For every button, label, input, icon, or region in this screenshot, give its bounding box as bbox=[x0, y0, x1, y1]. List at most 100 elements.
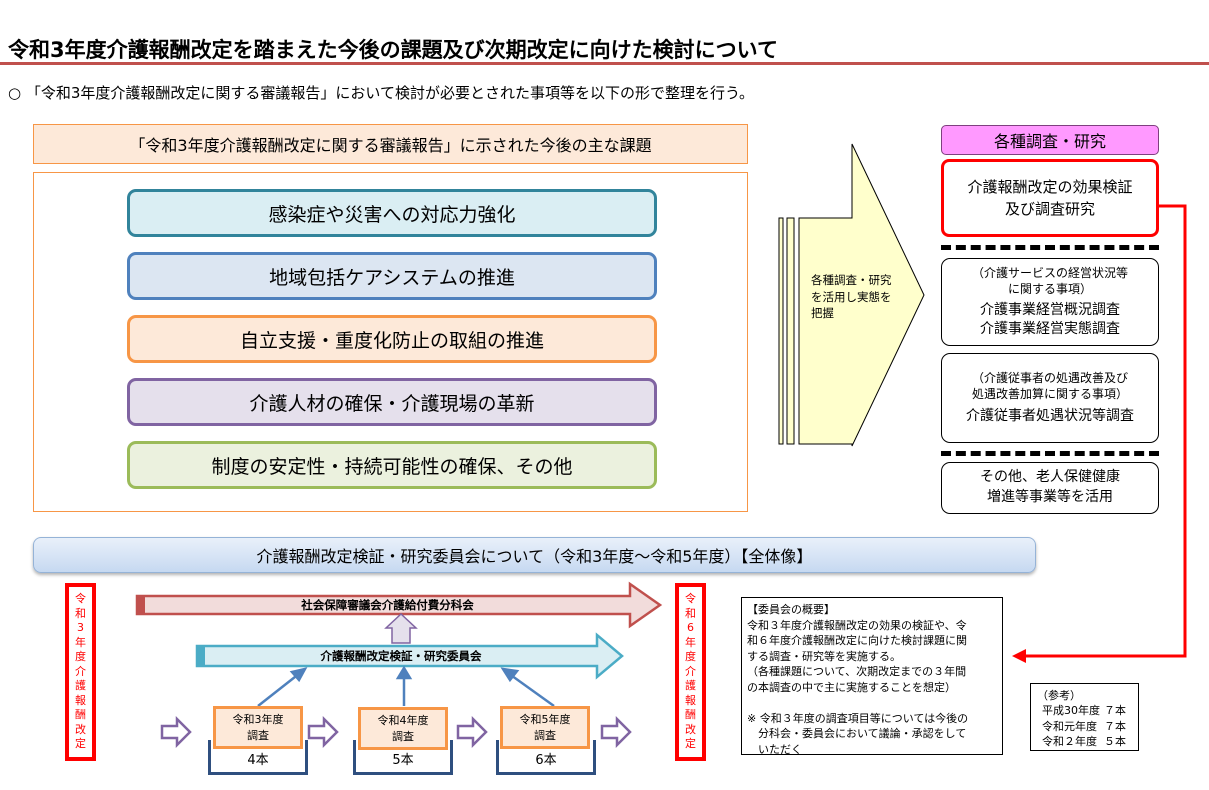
research-box-main-line: 増進等事業等を活用 bbox=[987, 489, 1113, 505]
reference-year: 令和２年度 bbox=[1042, 735, 1097, 749]
summary-heading: 【委員会の概要】 bbox=[747, 603, 835, 616]
vertical-char: 改 bbox=[685, 722, 696, 736]
research-main-box: 介護報酬改定の効果検証 及び調査研究 bbox=[941, 159, 1159, 237]
reference-count: ７本 bbox=[1104, 704, 1126, 718]
issue-item: 地域包括ケアシステムの推進 bbox=[127, 252, 657, 300]
link-arrow-1 bbox=[257, 672, 301, 707]
issue-label: 自立支援・重度化防止の取組の推進 bbox=[239, 329, 544, 352]
survey-year-label: 令和4年度 bbox=[377, 713, 429, 727]
summary-line: 和６年度介護報酬改定に向けた検討課題に関 bbox=[747, 634, 967, 648]
survey-year-box: 令和4年度 調査 bbox=[358, 707, 448, 750]
summary-line: の本調査の中で主に実施することを想定） bbox=[747, 681, 956, 695]
vertical-char: 6 bbox=[687, 621, 694, 635]
committee-arrow-tail bbox=[197, 646, 205, 666]
vertical-char: 度 bbox=[685, 650, 696, 664]
research-box-main: 介護従事者処遇状況等調査 bbox=[966, 408, 1134, 425]
research-heading: 各種調査・研究 bbox=[941, 125, 1159, 155]
committee-label: 介護報酬改定検証・研究委員会 bbox=[320, 649, 482, 663]
vertical-char: 介 bbox=[685, 664, 696, 678]
issue-label: 地域包括ケアシステムの推進 bbox=[269, 266, 515, 289]
flow-arrow-icon bbox=[160, 715, 192, 749]
issue-label: 制度の安定性・持続可能性の確保、その他 bbox=[211, 455, 573, 478]
subcommittee-arrow bbox=[135, 581, 663, 629]
vertical-char: 度 bbox=[75, 650, 86, 664]
arrow-stripe-2 bbox=[786, 217, 795, 445]
reference-row: 令和２年度 ５本 bbox=[1037, 734, 1132, 749]
overview-heading: 介護報酬改定検証・研究委員会について（令和3年度～令和5年度）【全体像】 bbox=[33, 537, 1036, 573]
link-arrow-3 bbox=[507, 671, 555, 708]
issue-label: 感染症や災害への対応力強化 bbox=[268, 203, 516, 226]
link-arrows bbox=[257, 665, 555, 708]
reference-count: ５本 bbox=[1104, 735, 1126, 749]
vertical-char: 酬 bbox=[75, 708, 86, 722]
vertical-char: 3 bbox=[77, 621, 84, 635]
survey-year-box: 令和5年度 調査 bbox=[500, 706, 590, 749]
vertical-char: 報 bbox=[75, 693, 86, 707]
title-underline bbox=[0, 62, 1209, 65]
issue-label: 介護人材の確保・介護現場の革新 bbox=[249, 392, 535, 415]
summary-line: 令和３年度介護報酬改定の効果の検証や、令 bbox=[747, 618, 967, 632]
arrow-caption-line: を活用し実態を bbox=[811, 289, 892, 304]
subcommittee-label: 社会保障審議会介護給付費分科会 bbox=[301, 598, 474, 612]
vertical-char: 報 bbox=[685, 693, 696, 707]
red-connector-line bbox=[1020, 204, 1187, 658]
dashed-divider bbox=[941, 245, 1159, 250]
summary-line: する調査・研究等を実施する。 bbox=[747, 649, 901, 663]
committee-arrow bbox=[195, 632, 624, 680]
link-arrowhead-3 bbox=[500, 667, 520, 683]
vertical-char: 介 bbox=[75, 664, 86, 678]
overview-heading-text: 介護報酬改定検証・研究委員会について（令和3年度～令和5年度）【全体像】 bbox=[256, 547, 813, 566]
committee-summary-box: 【委員会の概要】 令和３年度介護報酬改定の効果の検証や、令 和６年度介護報酬改定… bbox=[741, 597, 1003, 756]
summary-spacer bbox=[747, 696, 998, 711]
survey-year-sub: 調査 bbox=[247, 728, 269, 742]
issue-item: 感染症や災害への対応力強化 bbox=[127, 189, 657, 237]
research-box-main: 介護事業経営概況調査 介護事業経営実態調査 bbox=[980, 301, 1120, 339]
summary-note-line: いただく bbox=[747, 742, 802, 756]
research-box-main-line: その他、老人保健健康 bbox=[980, 469, 1120, 486]
survey-year-label: 令和3年度 bbox=[232, 712, 284, 726]
vertical-char: 和 bbox=[685, 606, 696, 620]
big-yellow-arrow bbox=[798, 143, 925, 447]
issue-item: 自立支援・重度化防止の取組の推進 bbox=[127, 315, 657, 363]
vertical-char: 年 bbox=[685, 635, 696, 649]
issues-heading-text: 「令和3年度介護報酬改定に関する審議報告」に示された今後の主な課題 bbox=[129, 136, 652, 155]
vertical-char: 年 bbox=[75, 635, 86, 649]
vertical-char: 定 bbox=[75, 737, 86, 751]
survey-year-sub: 調査 bbox=[392, 729, 414, 743]
research-box-sub: （介護従事者の処遇改善及び bbox=[971, 370, 1128, 385]
research-box-workers: （介護従事者の処遇改善及び 処遇改善加算に関する事項） 介護従事者処遇状況等調査 bbox=[941, 353, 1159, 443]
summary-note-line: ※ 令和３年度の調査項目等については今後の bbox=[747, 711, 969, 725]
up-arrow-icon bbox=[384, 612, 418, 644]
research-box-main-line: 介護事業経営概況調査 bbox=[980, 302, 1120, 319]
reference-year: 令和元年度 bbox=[1042, 719, 1097, 733]
issue-item: 制度の安定性・持続可能性の確保、その他 bbox=[127, 441, 657, 489]
link-arrowhead-1 bbox=[289, 667, 308, 683]
issue-item: 介護人材の確保・介護現場の革新 bbox=[127, 378, 657, 426]
reference-row: 令和元年度 ７本 bbox=[1037, 719, 1132, 734]
flow-arrow-icon bbox=[456, 715, 488, 749]
flow-arrow-icon bbox=[600, 715, 632, 749]
reference-heading: （参考） bbox=[1037, 689, 1081, 702]
research-main-line: 及び調査研究 bbox=[1004, 200, 1095, 218]
issues-heading: 「令和3年度介護報酬改定に関する審議報告」に示された今後の主な課題 bbox=[33, 124, 748, 164]
vertical-char: 和 bbox=[75, 606, 86, 620]
reference-count: ７本 bbox=[1104, 719, 1126, 733]
survey-count: 6本 bbox=[535, 753, 557, 768]
research-box-other: その他、老人保健健康 増進等事業等を活用 bbox=[941, 462, 1159, 514]
dashed-divider bbox=[941, 451, 1159, 456]
research-box-management: （介護サービスの経営状況等 に関する事項） 介護事業経営概況調査 介護事業経営実… bbox=[941, 258, 1159, 346]
research-box-main: その他、老人保健健康 増進等事業等を活用 bbox=[980, 468, 1120, 507]
survey-year-label: 令和5年度 bbox=[519, 712, 571, 726]
vertical-char: 令 bbox=[75, 592, 86, 606]
arrow-stripe-1 bbox=[778, 217, 784, 445]
survey-count: 5本 bbox=[392, 753, 414, 768]
flow-arrows bbox=[160, 715, 632, 749]
research-main-line: 介護報酬改定の効果検証 bbox=[967, 177, 1133, 196]
research-box-sub: に関する事項） bbox=[1007, 282, 1092, 297]
flow-arrow-icon bbox=[307, 715, 339, 749]
